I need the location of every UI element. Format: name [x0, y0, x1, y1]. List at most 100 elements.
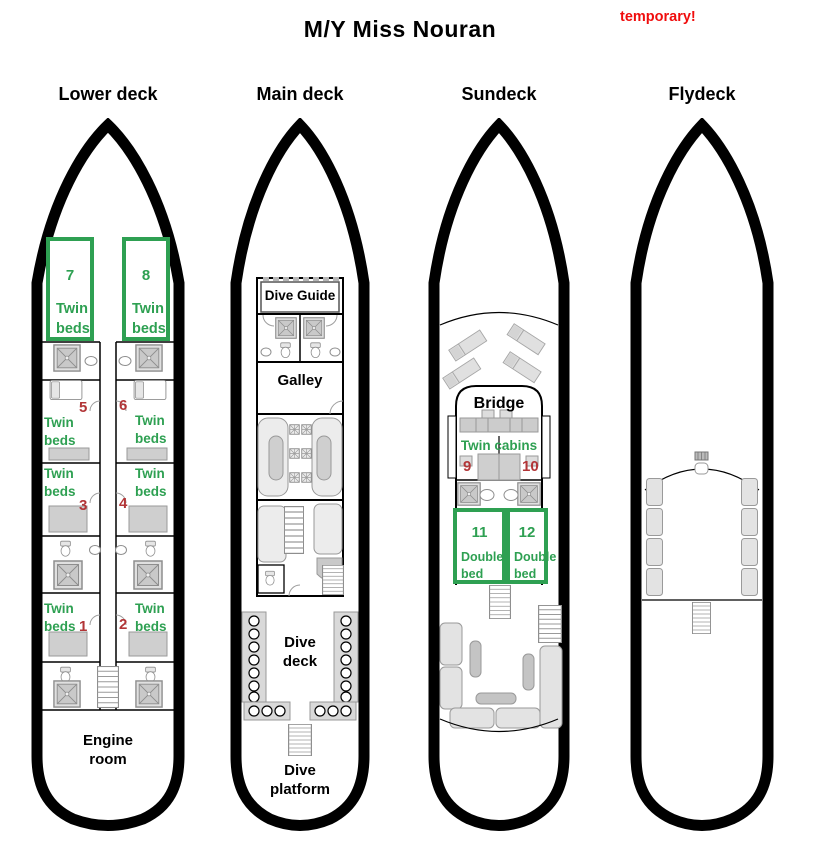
chair-icon — [289, 472, 300, 483]
bed-icon — [477, 453, 500, 481]
cabin-type-2: Twin beds — [135, 601, 167, 634]
bench-icon — [646, 508, 663, 536]
sundeck-plan: Bridge Twin cabins 9 10 11 Double bed 12… — [427, 118, 571, 848]
cabin-number-6: 6 — [119, 397, 128, 414]
stairs-icon — [97, 666, 119, 708]
sink-icon — [84, 356, 98, 366]
sink-icon — [260, 347, 272, 357]
ladder-icon — [538, 605, 562, 643]
cabin-box-12: 12 Double bed — [506, 508, 556, 584]
door-arcs — [262, 314, 344, 597]
sink-icon — [89, 545, 101, 555]
stairs-icon — [489, 585, 511, 619]
dive-deck-tanks — [241, 611, 359, 721]
shower-icon — [275, 317, 297, 339]
bench-icon — [741, 538, 758, 566]
bed-icon — [48, 631, 88, 657]
sundeck-label: Sundeck — [461, 84, 537, 104]
cabin-type: Twin beds — [132, 301, 166, 337]
chair-icon — [301, 448, 312, 459]
toilet-icon — [60, 540, 71, 557]
twin-cabin-beds — [459, 453, 539, 481]
table-icon — [469, 640, 482, 678]
bed-icon — [49, 380, 83, 400]
sofa-icon — [257, 505, 287, 563]
shower-icon — [303, 317, 325, 339]
bench-icon — [646, 478, 663, 506]
cabin-box-8: 8 Twin beds — [122, 237, 170, 341]
bed-icon — [498, 453, 521, 481]
toilet-icon — [479, 489, 495, 501]
chair-icon — [289, 448, 300, 459]
bed-icon — [133, 380, 167, 400]
temporary-note: temporary! — [620, 9, 696, 25]
helm-seat-icon — [694, 462, 709, 475]
bench-icon — [741, 508, 758, 536]
sink-icon — [115, 545, 127, 555]
superstructure-walls — [256, 277, 344, 597]
twin-cabins-label: Twin cabins — [460, 438, 538, 453]
corridor-walls — [42, 341, 174, 711]
cabin-number: 7 — [65, 267, 75, 284]
cabin-number: 12 — [518, 524, 536, 541]
engine-room-label: Engine room — [82, 732, 133, 768]
shower-icon — [135, 680, 163, 708]
cabin-number-4: 4 — [119, 495, 128, 512]
toilet-icon — [310, 342, 321, 358]
stairs-icon — [284, 506, 304, 554]
shower-icon — [135, 344, 163, 372]
cabin-number: 11 — [471, 524, 488, 541]
table-icon — [475, 692, 517, 705]
cabin-number-5: 5 — [79, 399, 88, 416]
stern-deck-line — [439, 718, 559, 733]
toilet-icon — [145, 540, 156, 557]
shower-icon — [133, 560, 163, 590]
chair-icon — [289, 424, 300, 435]
dive-deck-label: Dive deck — [282, 634, 318, 670]
bathroom-fixtures — [260, 317, 341, 358]
shower-icon — [457, 482, 481, 506]
cabin-number-9: 9 — [463, 458, 472, 475]
console-icon — [459, 417, 539, 433]
ladder-icon — [322, 565, 344, 595]
galley-label: Galley — [277, 372, 323, 389]
chair-icon — [301, 472, 312, 483]
bathroom-fixtures — [53, 344, 163, 708]
main-deck-label: Main deck — [256, 84, 344, 104]
cabin-type-1: Twin beds — [44, 601, 76, 634]
sink-icon — [329, 347, 341, 357]
bench-icon — [741, 478, 758, 506]
sundeck-hull — [428, 118, 570, 831]
shower-icon — [53, 680, 81, 708]
bathroom-fixtures — [457, 482, 541, 506]
dive-platform-label: Dive platform — [270, 762, 330, 798]
cabin-number-2: 2 — [119, 616, 128, 633]
shower-icon — [53, 560, 83, 590]
hull-outline — [630, 118, 774, 831]
flydeck-hull — [630, 118, 774, 831]
cabin-box-7: 7 Twin beds — [46, 237, 94, 341]
sofa-icon — [539, 645, 563, 729]
bed-icon — [48, 447, 90, 461]
lower-deck-label: Lower deck — [58, 84, 158, 104]
bridge-console — [459, 409, 539, 433]
cabin-number-10: 10 — [522, 458, 539, 475]
toilet-icon — [503, 489, 519, 501]
bed-icon — [128, 631, 168, 657]
cabin-type: Twin beds — [56, 301, 90, 337]
sofa-icon — [313, 503, 343, 555]
sofa-icon — [439, 622, 463, 666]
cabin-type-6: Twin beds — [135, 413, 167, 446]
toilet-icon — [60, 666, 71, 683]
table-icon — [522, 653, 535, 691]
bench-icon — [646, 568, 663, 596]
door-arcs — [89, 400, 127, 626]
stairs-icon — [692, 602, 711, 634]
cabin-box-11: 11 Double bed — [453, 508, 506, 584]
toilet-icon — [265, 570, 275, 586]
cabin-number-1: 1 — [79, 618, 88, 635]
bow-deck-line — [439, 311, 559, 326]
cabin-beds — [48, 380, 168, 657]
toilet-icon — [280, 342, 291, 358]
flydeck-plan — [629, 118, 775, 848]
